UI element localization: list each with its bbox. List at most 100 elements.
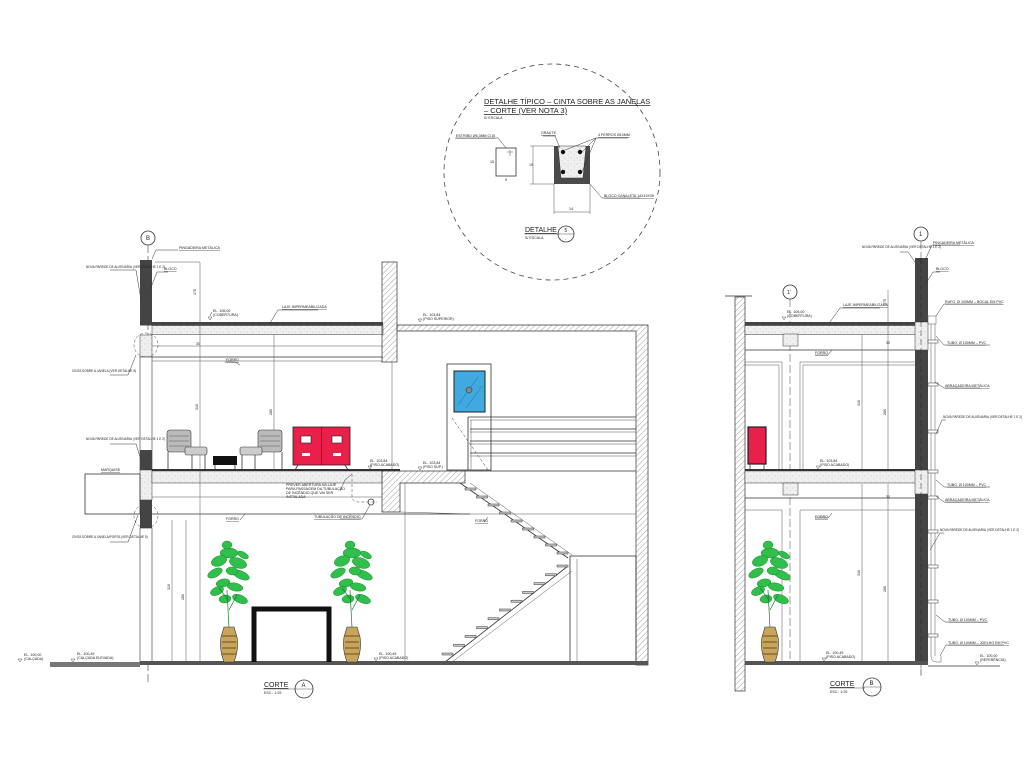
dim-block-h: 19 — [529, 163, 533, 167]
right-hatched-wall — [396, 324, 649, 666]
label-el-ground-sub-a: (PISO ACABADO) — [379, 656, 408, 660]
label-fire-pipe-a: TUBULAÇÃO DE INCÊNDIO — [314, 514, 361, 519]
label-el-outside-sub-b: (REFERÊNCIA) — [980, 657, 1006, 662]
block-label: BLOCO CANALETA 14x19x39 — [604, 194, 654, 198]
bars-label: 4 FERROS Ø10mm — [598, 133, 630, 137]
stair-tread — [533, 535, 546, 539]
vase — [220, 626, 238, 663]
stair-tread — [556, 564, 569, 568]
pipe-bracket — [927, 599, 939, 604]
stair-tread — [464, 487, 477, 491]
label-new-wall-mid-b: NOVA PAREDE DE ALVENARIA (VER DETALHE 1 … — [943, 415, 1022, 419]
plant-leaf — [751, 586, 765, 596]
potted-plant — [330, 540, 373, 663]
pipe-bracket — [927, 469, 939, 474]
label-el-raised: EL. 100,49 — [77, 652, 94, 656]
plant-leaf — [360, 550, 372, 560]
left-hatched-wall-b — [734, 296, 746, 692]
canopy — [84, 473, 141, 515]
dim-stirrup-w: 9 — [505, 178, 507, 182]
armchair — [166, 429, 208, 470]
section-a: B 175 3 — [17, 230, 649, 699]
section-b-tag-scale: ESC.: 1:25 — [830, 690, 847, 694]
stair-storage — [569, 555, 637, 663]
detail-tag-sub: - — [565, 237, 567, 241]
grid-label-1: 1 — [919, 232, 923, 238]
roof-slab — [151, 325, 384, 335]
label-slab-opening-1: PREVER ABERTURA NA LAJE — [286, 483, 337, 487]
plant-leaf — [232, 594, 248, 604]
parapet-wall-b — [915, 258, 928, 322]
plant-leaf — [767, 582, 785, 592]
label-el-raised-sub: (CALÇADA ELEVADA) — [77, 656, 113, 660]
plant-leaf — [330, 567, 346, 579]
label-ceiling-stair-a: FORRO — [475, 519, 488, 523]
downpipe — [927, 315, 942, 663]
plant-leaf — [748, 567, 764, 579]
label-ceiling-top-b: FORRO — [815, 351, 828, 355]
dim-stirrup-h: 15 — [490, 160, 494, 164]
plant-leaf — [752, 555, 768, 567]
plant-leaf — [344, 540, 356, 550]
grout-label: GRAUTE — [541, 131, 557, 135]
pipe-bracket — [927, 529, 939, 534]
pipe-bracket — [927, 429, 939, 434]
label-el-floor-b: EL. 103,84 — [820, 459, 837, 463]
dim-block-w: 14 — [569, 207, 573, 211]
plant-leaf — [229, 557, 247, 569]
label-el-roof-sub-a: (COBERTURA) — [213, 313, 238, 317]
stair-tread — [499, 608, 511, 612]
plant-leaf — [352, 557, 370, 569]
label-slab-opening-2: PARA PASSAGEM DA TUBULAÇÃO — [286, 486, 345, 491]
label-el-ground-a: EL. 100,49 — [379, 652, 396, 656]
plant-leaf — [225, 566, 239, 576]
parapet-wall — [140, 260, 152, 323]
fire-extinguisher-panel — [747, 426, 767, 465]
dim-upper-clear-b: 280 — [883, 409, 887, 415]
dim-beam-a: 30 — [196, 342, 200, 346]
grid-label-b: B — [146, 236, 150, 242]
section-a-tag-sub: - — [303, 692, 305, 696]
pipe-bracket — [927, 633, 939, 638]
label-block-a: BLOCO — [164, 267, 177, 271]
landing-slab — [381, 470, 466, 513]
label-gutter-b: RUFO. Ø 100mm – BOCAL EM PVC — [945, 300, 1004, 304]
vase — [343, 626, 361, 663]
label-el-roof-sub-b: (COBERTURA) — [787, 314, 812, 318]
stair-tread — [545, 573, 557, 577]
pipe-bracket — [927, 564, 939, 569]
plant-leaf — [778, 550, 790, 560]
plant-leaf — [770, 557, 788, 569]
stair-tread — [510, 519, 523, 523]
detail-boundary — [443, 63, 661, 281]
label-el-floor-sub-a: (PISO ACABADO) — [370, 463, 399, 467]
stair-tread — [476, 626, 488, 629]
label-ceiling-mid-b: FORRO — [815, 515, 828, 519]
label-pipe-mid-b: TUBO. Ø 100mm – PVC — [947, 483, 987, 487]
label-roof-b: LAJE IMPERMEABILIZADA — [843, 303, 888, 307]
plant-leaf — [210, 586, 224, 596]
dim-beam-b: 30 — [886, 341, 890, 345]
detail-title-line2: – CORTE (VER NOTA 3) — [484, 106, 568, 115]
dim-lower-room-b: 310 — [857, 570, 861, 576]
plant-leaf — [338, 578, 354, 588]
label-lintel-low-a: CINTA SOBRE A JANELA/PORTA (VER DETALHE … — [72, 535, 148, 539]
section-b-tag-label: CORTE — [830, 681, 855, 688]
plant-leaf — [773, 594, 789, 604]
label-el-outside-b: EL. 100,00 — [980, 654, 997, 658]
stair-tread — [556, 551, 569, 555]
plant-leaf — [349, 582, 367, 592]
dim-beam-lower-b: 30 — [886, 495, 890, 499]
plant-leaf — [207, 567, 223, 579]
plant-leaf — [333, 586, 347, 596]
detail-tag-scale: S/ ESCALA — [525, 236, 544, 240]
label-el-floor-sub-b: (PISO ACABADO) — [820, 463, 849, 467]
upper-floor-slab — [151, 470, 383, 484]
label-el-roof-b: EL. 106,00 — [787, 310, 804, 314]
pipe-bracket — [927, 382, 939, 387]
stair-tread — [441, 652, 454, 656]
stair-tread — [510, 599, 523, 603]
section-b: 1' 1 — [725, 226, 1022, 697]
